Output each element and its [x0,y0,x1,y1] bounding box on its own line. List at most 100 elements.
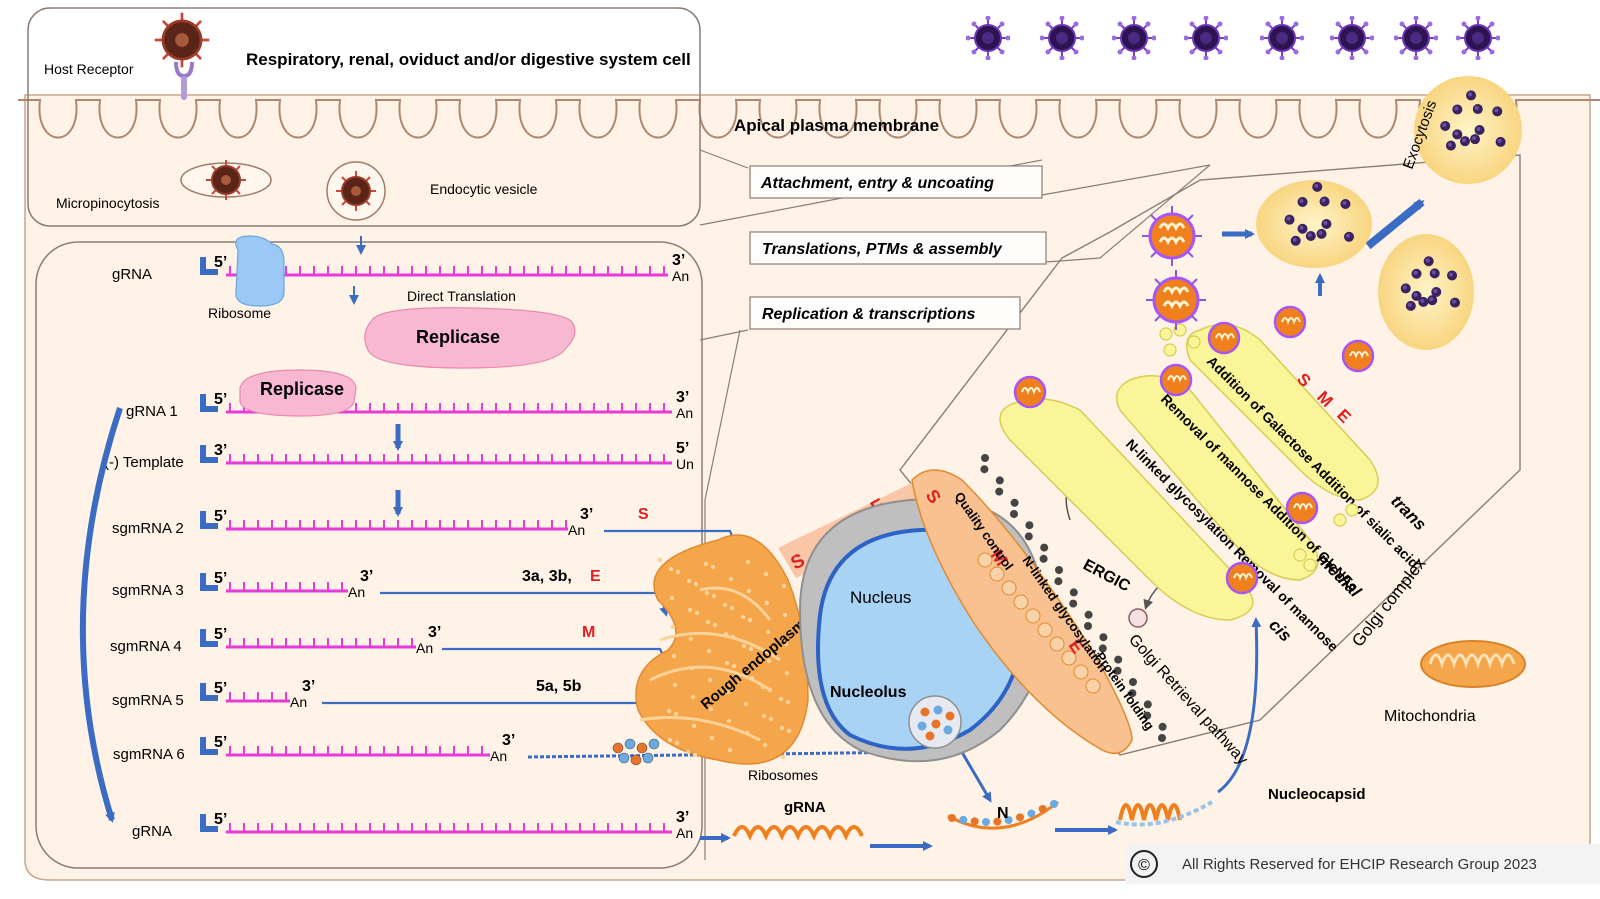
strand-label: gRNA 1 [126,403,178,420]
mitochondria-label: Mitochondria [1384,708,1476,725]
cap-icon [200,257,218,275]
left-end-label: 5’ [214,811,227,828]
strand-label: gRNA [132,823,172,840]
left-end-label: 3’ [214,442,227,459]
ribosomes-label: Ribosomes [748,767,818,783]
golgi-trans-cisterna [1185,323,1379,501]
free-ribosomes [612,738,660,766]
vesicle-virion-icon [1284,214,1295,225]
released-virion-icon [1112,16,1156,60]
secretory-vesicle [1414,76,1522,184]
nucleocapsid-label: Nucleocapsid [1268,786,1366,803]
vesicle-virion-icon [1492,106,1503,117]
vesicle-virion-icon [1445,140,1456,151]
cap-icon [200,573,218,591]
left-end-label: 5’ [214,680,227,697]
vesicle-virion-icon [1319,196,1330,207]
left-end-label: 5’ [214,391,227,408]
rna-strand: sgmRNA 25’3’AnS [112,506,649,538]
vesicle-virion-icon [1427,295,1438,306]
ribosome-icon [235,235,285,307]
vesicle-virion-icon [1297,196,1308,207]
released-virion-icon [1394,16,1438,60]
vesicle-virion-icon [1472,104,1483,115]
mitochondria-icon [1420,640,1526,688]
cap-icon [200,629,218,647]
vesicle-virion-icon [1470,134,1481,145]
right-end-label: 3’ [428,624,441,641]
nucleolus-label: Nucleolus [830,684,907,701]
vesicle-virion-icon [1400,283,1411,294]
pinocytosed-virion-icon [205,159,247,201]
nucleus-label: Nucleus [850,588,911,607]
vesicle-virion-icon [1290,235,1301,246]
assembled-virions [1140,198,1425,332]
vesicle-virion-icon [1297,223,1308,234]
strand-label: (-) Template [104,454,184,471]
apical-membrane-label: Apical plasma membrane [734,116,939,135]
endocytosed-virion-icon [335,170,377,212]
vesicle-virion-icon [1495,136,1506,147]
copyright-notice: © All Rights Reserved for EHCIP Research… [1125,844,1600,884]
copyright-symbol: © [1138,857,1150,874]
replicase-label: Replicase [416,327,500,347]
extracellular-virions [966,16,1500,60]
cell-type-title: Respiratory, renal, oviduct and/or diges… [246,50,691,69]
poly-tail-label: Un [676,456,694,472]
strand-label: sgmRNA 3 [112,582,184,599]
vesicle-virion-icon [1411,290,1422,301]
step-attachment-label: Attachment, entry & uncoating [760,175,994,192]
vesicle-virion-icon [1449,297,1460,308]
vesicle-virion-icon [1459,136,1470,147]
right-end-label: 5’ [676,440,689,457]
cap-icon [200,445,218,463]
released-virion-icon [1184,16,1228,60]
entry-panel [27,7,701,227]
right-end-label: 3’ [580,506,593,523]
vesicle-virion-icon [1411,268,1422,279]
cell-cytoplasm [24,94,1591,881]
step-replication-label: Replication & transcriptions [762,306,975,323]
structural-protein-product: S [638,506,649,523]
vesicle-virion-icon [1447,270,1458,281]
direct-translation-label: Direct Translation [407,288,516,304]
secretory-vesicles [1256,76,1522,350]
poly-tail-label: An [676,405,693,421]
strand-label: sgmRNA 5 [112,692,184,709]
step-translation: Translations, PTMs & assembly [749,231,1047,265]
poly-tail-label: An [290,694,307,710]
strand-label: sgmRNA 2 [112,520,184,537]
attaching-virion-icon [153,11,211,69]
vesicle-virion-icon [1423,256,1434,267]
product-prefix: 5a, 5b [536,678,582,695]
budding-virion-icon [1140,204,1204,268]
left-end-label: 5’ [214,254,227,271]
endocytic-vesicle-label: Endocytic vesicle [430,181,538,197]
cap-icon [200,814,218,832]
released-virion-icon [1330,16,1374,60]
apical-plasma-membrane [18,99,1600,139]
vesicle-virion-icon [1466,90,1477,101]
structural-protein-product: M [582,624,595,641]
vesicle-virion-icon [1305,231,1316,242]
right-end-label: 3’ [360,568,373,585]
vesicle-virion-icon [1340,198,1351,209]
vesicle-virion-icon [1440,120,1451,131]
left-end-label: 5’ [214,626,227,643]
ergic-compartment: S M E Quality control N-linked glycosyla… [911,454,1167,755]
vesicle-virion-icon [1452,129,1463,140]
product-prefix: 3a, 3b, [522,568,572,585]
released-virion-icon [1456,16,1500,60]
right-end-label: 3’ [502,732,515,749]
bound-replicase-label: Replicase [260,379,344,399]
poly-tail-label: An [676,825,693,841]
micropinocytosis-label: Micropinocytosis [56,195,159,211]
golgi-cis-cisterna [999,397,1254,621]
nucleocapsid-assembly: gRNA N Nucleocapsid [732,786,1366,841]
budding-virion-icon [1144,268,1208,332]
right-end-label: 3’ [676,389,689,406]
